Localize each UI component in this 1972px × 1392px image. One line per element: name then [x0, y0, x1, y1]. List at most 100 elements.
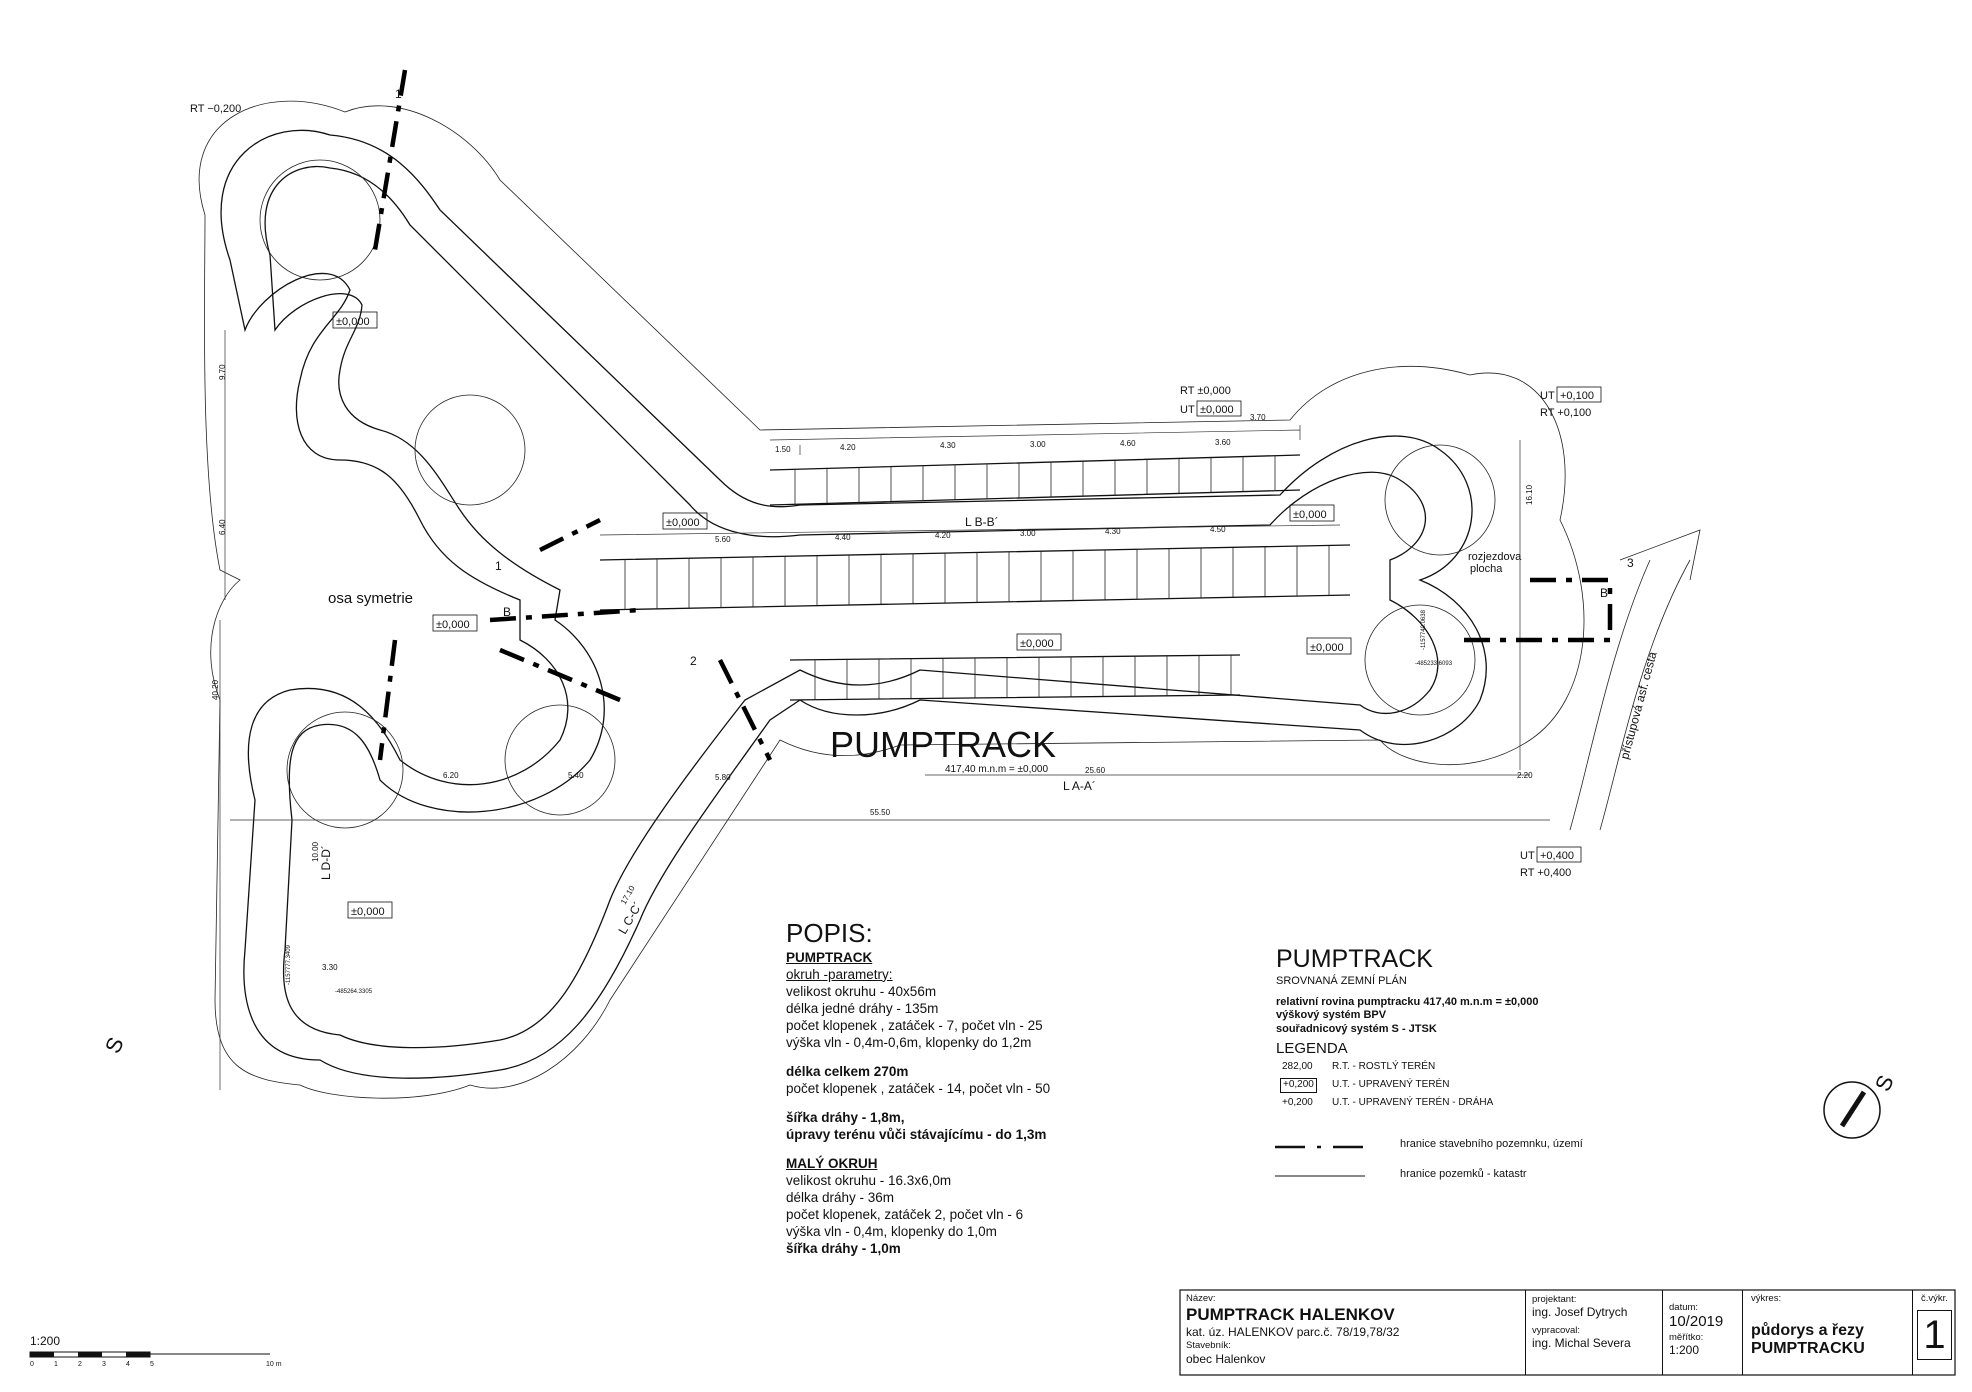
legenda-label: LEGENDA [1276, 1040, 1348, 1058]
svg-text:4.50: 4.50 [1210, 525, 1226, 534]
north-arrow-needle [1839, 1090, 1867, 1128]
legend-info-2: výškový systém BPV [1276, 1009, 1387, 1022]
drafted-by: ing. Michal Severa [1532, 1336, 1631, 1350]
popis-title: POPIS: [786, 918, 873, 948]
svg-text:3.60: 3.60 [1215, 438, 1231, 447]
svg-text:2: 2 [78, 1361, 82, 1368]
svg-text:3: 3 [102, 1361, 106, 1368]
section-dd: L D-D´ [319, 845, 333, 880]
loop-right-top [1384, 444, 1496, 556]
middle-straight [599, 544, 1351, 611]
svg-text:3.70: 3.70 [1250, 413, 1266, 422]
main-title: PUMPTRACK [830, 724, 1056, 765]
svg-text:1.50: 1.50 [775, 445, 791, 454]
svg-text:2.20: 2.20 [1517, 771, 1533, 780]
legend-item: +0,200 U.T. - UPRAVENÝ TERÉN [1276, 1076, 1676, 1094]
svg-text:±0,000: ±0,000 [666, 517, 700, 529]
loop-center [504, 704, 616, 816]
svg-text:1: 1 [54, 1361, 58, 1368]
popis-heading: PUMPTRACK [786, 949, 873, 965]
svg-text:-1157777.3409: -1157777.3409 [286, 944, 292, 985]
rozjezd-label-2: plocha [1470, 563, 1503, 575]
svg-text:3: 3 [1627, 556, 1634, 570]
dims-mid: 5.60 4.40 4.20 3.00 4.30 4.50 [715, 525, 1226, 544]
level-boxes: ±0,000 ±0,000 ±0,000 ±0,000 ±0,000 ±0,00… [332, 311, 1352, 919]
popis-total-1: délka celkem 270m [786, 1063, 909, 1079]
scale-label: 1:200 [30, 1334, 60, 1348]
svg-text:0: 0 [30, 1361, 34, 1368]
popis-total-2: počet klopenek , zatáček - 14, počet vln… [786, 1080, 1051, 1096]
rt-mid: RT ±0,000 [1180, 385, 1231, 397]
svg-text:±0,000: ±0,000 [336, 316, 370, 328]
legend-panel: PUMPTRACK SROVNANÁ ZEMNÍ PLÁN relativní … [1276, 944, 1676, 1112]
svg-text:55.50: 55.50 [870, 808, 891, 817]
svg-text:±0,000: ±0,000 [436, 619, 470, 631]
ut-bottom-prefix: UT [1520, 850, 1535, 862]
upper-straight [769, 454, 1301, 506]
svg-text:4.40: 4.40 [835, 533, 851, 542]
svg-text:4.30: 4.30 [940, 441, 956, 450]
access-road [1569, 529, 1701, 831]
drawing-number: 1 [1917, 1310, 1952, 1360]
popis-line: počet klopenek , zatáček - 7, počet vln … [786, 1017, 1043, 1033]
cut-line-BB [489, 607, 641, 623]
svg-text:4.20: 4.20 [935, 531, 951, 540]
svg-text:-1157740.0638: -1157740.0638 [1421, 609, 1427, 650]
svg-text:5: 5 [150, 1361, 154, 1368]
investor: obec Halenkov [1186, 1351, 1266, 1366]
terrain-outline [198, 100, 1585, 1099]
rt-right: RT +0,100 [1540, 407, 1591, 419]
svg-text:±0,000: ±0,000 [351, 906, 385, 918]
legend-item: +0,200 U.T. - UPRAVENÝ TERÉN - DRÁHA [1282, 1097, 1494, 1109]
cut-line-D [377, 639, 398, 761]
north-arrow-circle [1823, 1081, 1881, 1139]
access-road-label: přístupová asf. cesta [1617, 650, 1659, 761]
section-aa: L A-A´ [1063, 779, 1096, 793]
rt-bottom: RT +0,400 [1520, 867, 1571, 879]
svg-text:3.30: 3.30 [322, 963, 338, 972]
title-block-authors: projektant: ing. Josef Dytrych vypracova… [1525, 1290, 1655, 1375]
scale-bar [29, 1351, 270, 1358]
svg-text:±0,000: ±0,000 [1293, 509, 1327, 521]
date: 10/2019 [1669, 1313, 1724, 1330]
loop-left-bottom [286, 711, 404, 829]
main-subtitle: 417,40 m.n.m = ±0,000 [945, 764, 1048, 775]
svg-text:-485264.3305: -485264.3305 [335, 989, 373, 995]
loop-left-top [259, 159, 381, 281]
legend-item: 282,00 R.T. - ROSTLÝ TERÉN [1282, 1061, 1436, 1073]
popis-small-line: délka dráhy - 36m [786, 1189, 895, 1205]
svg-text:4.60: 4.60 [1120, 439, 1136, 448]
legend-info-3: souřadnicový systém S - JTSK [1276, 1022, 1437, 1035]
popis-panel: POPIS: PUMPTRACK okruh -parametry: velik… [786, 918, 1116, 1258]
section-bb: L B-B´ [965, 515, 999, 529]
svg-text:6.40: 6.40 [218, 519, 227, 535]
title-block-number: č.výkr. 1 [1912, 1290, 1956, 1375]
svg-text:16.10: 16.10 [1525, 484, 1534, 505]
popis-small-width: šířka dráhy - 1,0m [786, 1240, 901, 1256]
svg-text:4.20: 4.20 [840, 443, 856, 452]
legend-title: PUMPTRACK [1276, 945, 1433, 973]
popis-width-1: šířka dráhy - 1,8m, [786, 1109, 905, 1125]
svg-text:B´: B´ [1600, 586, 1612, 600]
cut-line-3 [1460, 577, 1613, 643]
svg-text:40.20: 40.20 [211, 679, 220, 700]
north-label-left: S [100, 1033, 129, 1057]
ut-right: +0,100 [1560, 390, 1594, 402]
drawing-name-2: PUMPTRACKU [1751, 1340, 1865, 1357]
popis-small-line: výška vln - 0,4m, klopenky do 1,0m [786, 1223, 997, 1239]
popis-line: velikost okruhu - 40x56m [786, 983, 937, 999]
lower-straight [789, 654, 1241, 701]
legend-sub: SROVNANÁ ZEMNÍ PLÁN [1276, 974, 1407, 987]
title-block-frame [1179, 1289, 1956, 1376]
svg-text:±0,000: ±0,000 [1310, 642, 1344, 654]
svg-text:5.80: 5.80 [715, 773, 731, 782]
project-name: PUMPTRACK HALENKOV [1186, 1304, 1395, 1324]
rt-top-left: RT −0,200 [190, 103, 241, 115]
legend-info-1: relativní rovina pumptracku 417,40 m.n.m… [1276, 995, 1539, 1008]
drawing-name-1: půdorys a řezy [1751, 1322, 1864, 1339]
cut-line-1 [372, 69, 408, 251]
popis-small-heading: MALÝ OKRUH [786, 1155, 878, 1171]
scale-ticks: 0 1 2 3 4 5 10 m [30, 1361, 282, 1368]
popis-width-2: úpravy terénu vůči stávajícímu - do 1,3m [786, 1126, 1047, 1142]
svg-text:6.20: 6.20 [443, 771, 459, 780]
